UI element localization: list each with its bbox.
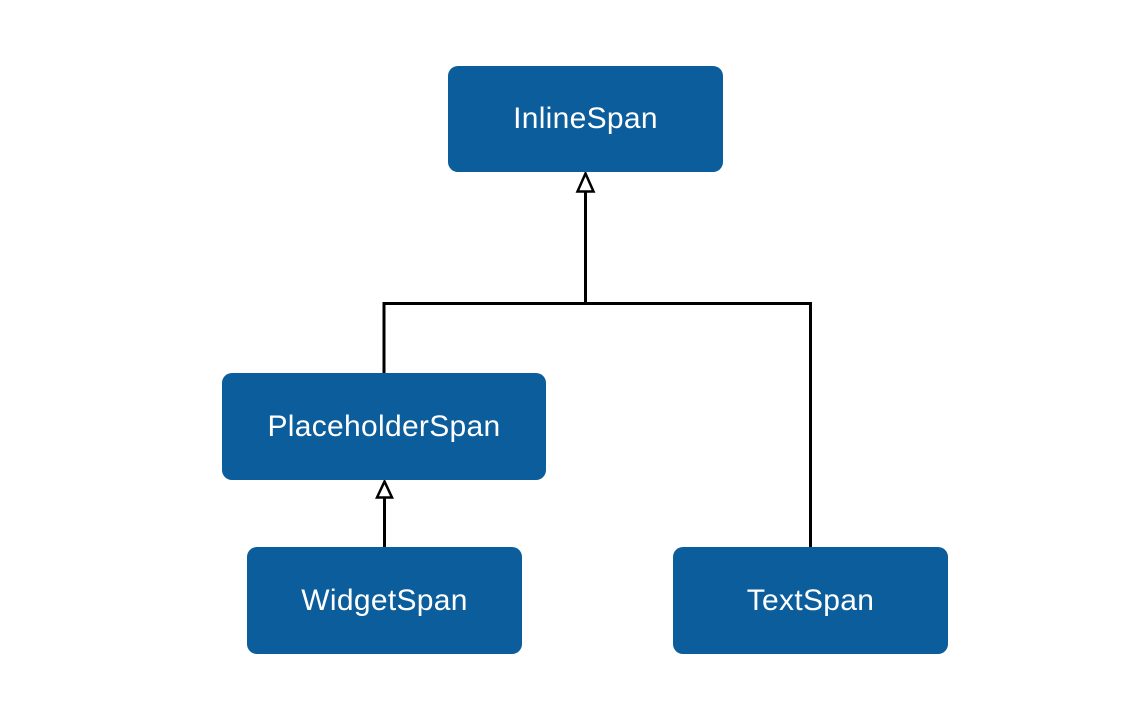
node-placeholderspan[interactable]: PlaceholderSpan [222,373,546,480]
node-textspan[interactable]: TextSpan [673,547,948,654]
inheritance-arrowhead-placeholderspan [375,478,394,499]
inheritance-arrowhead-inlinespan [575,170,596,193]
node-placeholderspan-label: PlaceholderSpan [267,409,501,443]
node-widgetspan-label: WidgetSpan [301,583,468,617]
node-inlinespan-label: InlineSpan [513,102,658,135]
node-inlinespan[interactable]: InlineSpan [448,66,723,172]
node-textspan-label: TextSpan [746,583,875,617]
node-widgetspan[interactable]: WidgetSpan [247,547,522,654]
